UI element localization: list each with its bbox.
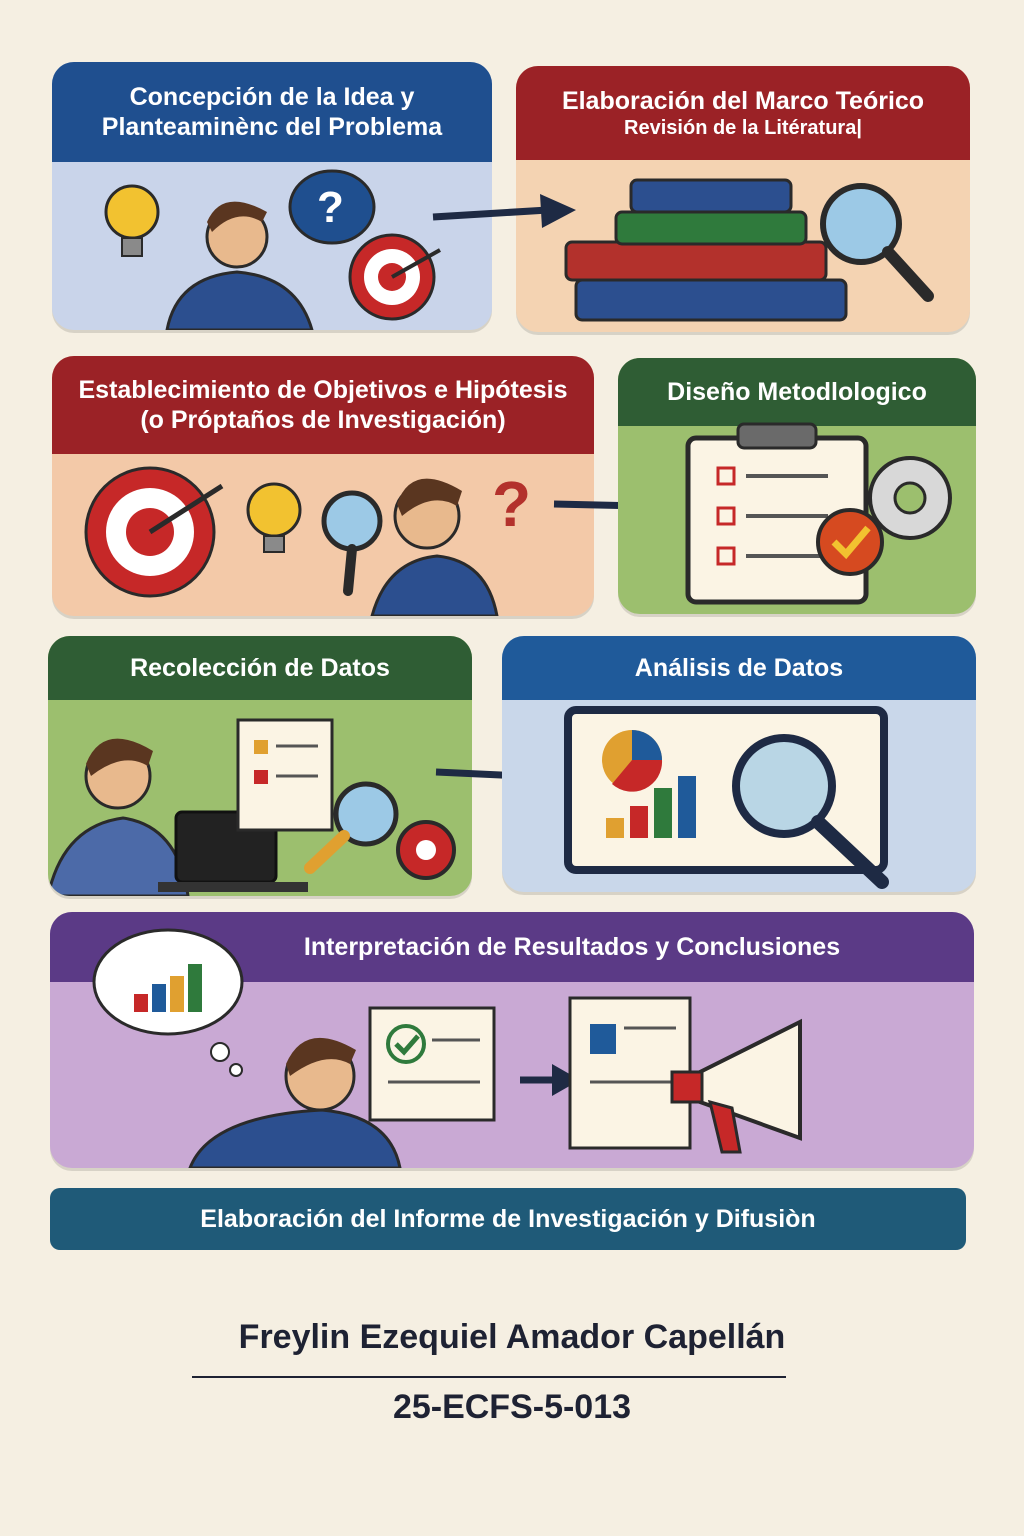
step-card-objetivos: Establecimiento de Objetivos e Hipótesis… [52,356,594,616]
author-name: Freylin Ezequiel Amador Capellán [238,1318,786,1356]
magnifier-icon [321,490,383,596]
step-subtitle: Planteaminènc del Problema [101,113,443,141]
lightbulb-icon [246,482,302,553]
step-subtitle: Revisión de la Litératura| [624,117,862,139]
step-subtitle: (o Próptaños de Investigación) [140,406,506,434]
step-card-interpretacion: Interpretación de Resultados y Conclusio… [50,912,974,1168]
analisis-illustration [564,706,889,889]
step-header: Recolección de Datos [48,636,472,700]
gear-icon [396,820,456,880]
person-icon [48,738,190,896]
target-icon [84,466,224,598]
concepcion-illustration: ? [104,169,441,330]
person-icon [165,201,314,330]
author-id: 25-ECFS-5-013 [392,1388,632,1426]
step-title: Concepción de la Idea y [129,83,415,111]
person-icon [188,1037,402,1168]
magnifier-icon [304,781,399,874]
svg-text:?: ? [317,183,344,232]
final-step-bar: Elaboración del Informe de Investigación… [50,1188,966,1250]
step-header: Diseño Metodlologico [618,358,976,426]
step-header: Establecimiento de Objetivos e Hipótesis… [52,356,594,454]
marco-illustration [564,178,934,322]
diseno-illustration [685,422,952,605]
clipboard-checklist-icon [685,422,869,605]
divider [192,1376,786,1378]
step-card-concepcion: Concepción de la Idea y Planteaminènc de… [52,62,492,330]
question-bubble-icon: ? [288,169,376,245]
step-card-analisis: Análisis de Datos [502,636,976,892]
step-title: Elaboración del Marco Teórico [561,87,925,115]
checked-document-icon [368,1006,496,1122]
gear-icon [816,456,952,576]
step-title: Diseño Metodlologico [667,378,927,406]
magnifier-icon [732,734,889,889]
objetivos-illustration: ? [84,466,531,616]
thought-cloud-chart-icon [92,928,244,1077]
flow-arrow [432,194,576,228]
lightbulb-icon [104,184,160,257]
step-header: Elaboración del Marco Teórico Revisión d… [516,66,970,160]
step-card-diseno: Diseño Metodlologico [618,358,976,614]
person-icon [370,478,499,616]
magnifier-icon [820,183,934,302]
step-card-recoleccion: Recolección de Datos [48,636,472,896]
step-card-marco-teorico: Elaboración del Marco Teórico Revisión d… [516,66,970,332]
target-icon [348,233,441,321]
interpretacion-illustration [92,928,802,1168]
step-title: Recolección de Datos [130,654,390,682]
step-title: Establecimiento de Objetivos e Hipótesis [78,376,568,404]
megaphone-icon [670,1018,802,1154]
step-title: Análisis de Datos [634,654,844,682]
document-icon [236,718,334,832]
report-document-icon [568,996,692,1150]
step-header: Análisis de Datos [502,636,976,700]
step-header: Concepción de la Idea y Planteaminènc de… [52,62,492,162]
question-mark-icon: ? [492,468,531,540]
books-icon [564,178,848,322]
recoleccion-illustration [48,718,456,896]
step-title: Interpretación de Resultados y Conclusio… [303,933,841,961]
